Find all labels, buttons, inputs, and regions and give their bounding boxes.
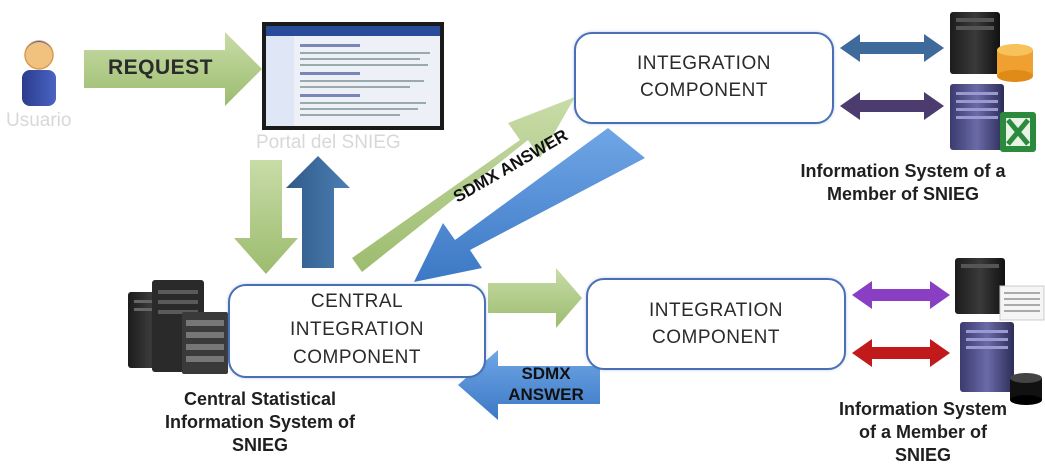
- document-list-icon: [999, 285, 1045, 321]
- caption-bottom-right-line-3: SNIEG: [894, 445, 951, 465]
- integration-bottom-line-1: INTEGRATION: [649, 300, 783, 321]
- server-rack-icon-bottom: [960, 322, 1014, 392]
- caption-central-line-2: Information System of: [164, 412, 356, 432]
- user-label: Usuario: [6, 110, 72, 131]
- diagonal-green-arrow: [352, 97, 575, 272]
- caption-central: Central Statistical Information System o…: [140, 388, 380, 457]
- server-tower-icon-bottom: [955, 258, 1005, 314]
- central-servers-icon: [128, 280, 228, 374]
- caption-central-line-1: Central Statistical: [183, 389, 337, 409]
- database-icon: [997, 44, 1033, 82]
- up-arrow-blue: [286, 156, 350, 268]
- caption-top-right: Information System of a Member of SNIEG: [770, 160, 1036, 206]
- integration-top-line-2: COMPONENT: [640, 80, 768, 101]
- database-icon-black: [1010, 373, 1042, 405]
- double-arrow-purple: [840, 92, 944, 120]
- sdmx-answer-bottom-label: SDMX ANSWER: [496, 363, 596, 405]
- central-line-2: INTEGRATION: [290, 319, 424, 340]
- central-line-1: CENTRAL: [310, 291, 404, 312]
- sdmx-answer-bottom-arrow: [458, 350, 600, 420]
- portal-label: Portal del SNIEG: [256, 132, 401, 153]
- integration-component-bottom: INTEGRATION COMPONENT: [586, 278, 846, 370]
- right-green-arrow: [488, 268, 582, 328]
- server-rack-icon: [950, 84, 1004, 150]
- user-icon: [22, 40, 56, 106]
- caption-top-right-line-2: Member of SNIEG: [826, 184, 980, 204]
- caption-central-line-3: SNIEG: [231, 435, 288, 455]
- double-arrow-blue: [840, 34, 944, 62]
- request-arrow: [84, 32, 262, 106]
- sdmx-answer-bottom-line-2: ANSWER: [508, 385, 584, 404]
- central-line-3: COMPONENT: [293, 347, 421, 368]
- server-tower-icon: [950, 12, 1000, 74]
- sdmx-answer-diagonal-arrow: [414, 128, 645, 282]
- double-arrow-violet: [852, 281, 950, 309]
- integration-component-top: INTEGRATION COMPONENT: [574, 32, 834, 124]
- portal-screenshot-icon: [262, 22, 444, 130]
- request-label: REQUEST: [108, 56, 214, 79]
- caption-bottom-right-line-1: Information System: [838, 399, 1008, 419]
- integration-bottom-line-2: COMPONENT: [652, 327, 780, 348]
- sdmx-answer-bottom-line-1: SDMX: [521, 364, 571, 383]
- caption-top-right-line-1: Information System of a: [800, 161, 1006, 181]
- central-integration-component: CENTRAL INTEGRATION COMPONENT: [228, 284, 486, 378]
- double-arrow-red: [852, 339, 950, 367]
- down-arrow-green: [234, 160, 298, 274]
- excel-icon: [1000, 112, 1036, 152]
- integration-top-line-1: INTEGRATION: [637, 53, 771, 74]
- caption-bottom-right: Information System of a Member of SNIEG: [808, 398, 1038, 467]
- caption-bottom-right-line-2: of a Member of: [858, 422, 987, 442]
